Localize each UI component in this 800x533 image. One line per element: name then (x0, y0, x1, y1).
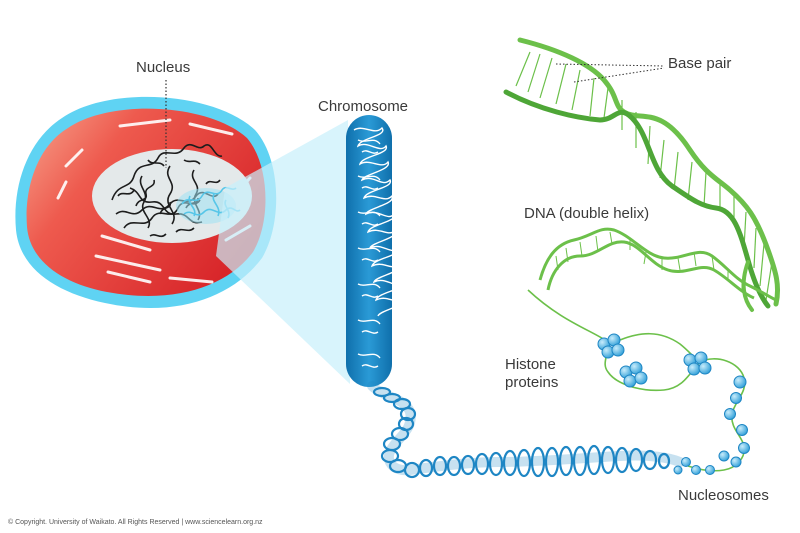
histone-cluster-2 (619, 361, 648, 388)
histone-cluster-1 (597, 333, 625, 359)
dna-double-helix (503, 37, 781, 312)
histone-label-line1: Histone (505, 356, 556, 373)
cell (15, 96, 277, 308)
base-pair-label: Base pair (668, 55, 732, 72)
chromatin-fiber (367, 381, 685, 479)
nucleosomes-label: Nucleosomes (678, 487, 769, 504)
base-pair-pointers (555, 63, 665, 83)
copyright-notice: © Copyright. University of Waikato. All … (8, 519, 263, 526)
helix-strand-2 (503, 89, 771, 309)
zoom-beam (216, 120, 350, 384)
nucleosome-string (527, 289, 750, 475)
chromosome-label: Chromosome (318, 98, 409, 115)
nucleus-label: Nucleus (136, 59, 191, 76)
dna-label: DNA (double helix) (524, 205, 650, 222)
chromosome-coils (353, 126, 392, 317)
chromosome (346, 115, 392, 387)
helix-strand-1 (517, 37, 781, 307)
histone-label-line2: proteins (505, 374, 559, 391)
dna-unwinding-helix (538, 227, 777, 302)
unwinding-base-pairs (555, 231, 743, 292)
nucleosome-beads (673, 375, 750, 475)
fiber-coils (372, 386, 671, 479)
histone-cluster-3 (683, 351, 712, 376)
